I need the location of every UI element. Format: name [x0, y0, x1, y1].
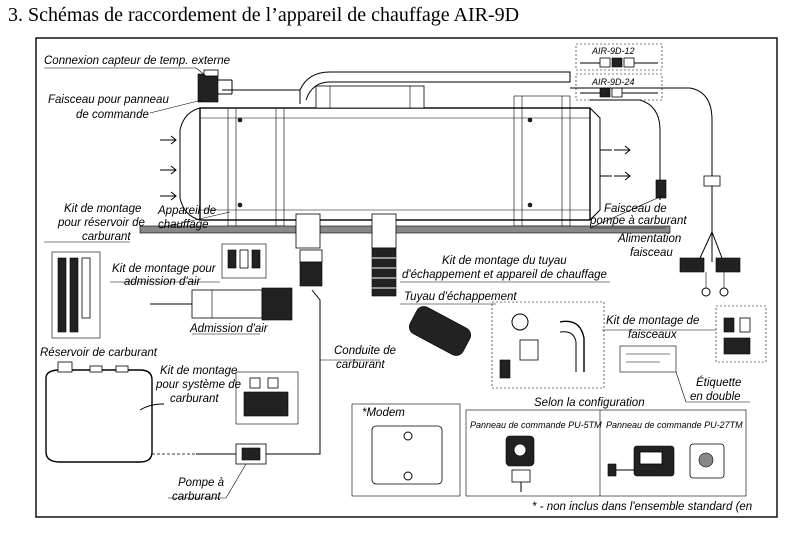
label-intake-kit-1: Kit de montage pour: [112, 263, 217, 275]
label-panel-harness-2: de commande: [76, 109, 149, 121]
label-panel-pu27tm: Panneau de commande PU-27TM: [606, 420, 743, 430]
intake-mounting-kit: [221, 243, 267, 279]
power-harness: [570, 87, 741, 297]
fuel-tank: [45, 361, 164, 463]
label-power-harness-1: Alimentation: [617, 233, 681, 245]
duplicate-label-sticker: [619, 345, 677, 373]
leader-lines: [44, 67, 750, 499]
label-tank-kit-2: pour réservoir de: [57, 217, 145, 229]
page-title: 3. Schémas de raccordement de l’appareil…: [8, 4, 520, 26]
label-harness-kit-2: faisceaux: [628, 329, 678, 341]
label-harness-kit-1: Kit de montage de: [606, 315, 699, 327]
model-12-label: AIR-9D-12: [591, 46, 635, 56]
harness-mounting-kit: [715, 305, 767, 363]
label-heater-1: Appareil de: [157, 205, 216, 217]
label-intake-kit-2: admission d'air: [124, 276, 202, 288]
label-fuel-pump-2: carburant: [172, 491, 221, 503]
label-panel-harness-1: Faisceau pour panneau: [48, 94, 169, 106]
label-fuel-system-kit-2: pour système de: [155, 379, 241, 391]
diagram-frame: [35, 37, 778, 518]
label-external-temp-sensor: Connexion capteur de temp. externe: [44, 55, 230, 67]
fuel-system-kit: [235, 371, 299, 425]
configuration-box: [465, 409, 747, 497]
tank-mounting-kit: [51, 251, 101, 339]
label-not-included-note: * - non inclus dans l'ensemble standard …: [532, 501, 752, 513]
label-fuel-line-1: Conduite de: [334, 345, 396, 357]
label-panel-pu5tm: Panneau de commande PU-5TM: [470, 420, 602, 430]
model-24-box: AIR-9D-24: [575, 73, 663, 101]
label-fuel-pump-1: Pompe à: [178, 477, 225, 489]
label-exhaust-pipe: Tuyau d'échappement: [404, 291, 517, 303]
label-exhaust-kit-2: d'échappement et appareil de chauffage: [402, 269, 607, 281]
exhaust-pipe: [371, 247, 472, 356]
label-configuration: Selon la configuration: [534, 397, 645, 409]
heater-unit: [139, 71, 671, 249]
label-modem: *Modem: [362, 407, 405, 419]
label-fuel-system-kit-1: Kit de montage: [160, 365, 237, 377]
label-fuel-line-2: carburant: [336, 359, 385, 371]
label-tank-kit-1: Kit de montage: [64, 203, 141, 215]
label-heater-2: chauffage: [158, 219, 209, 231]
label-power-harness-2: faisceau: [630, 247, 673, 259]
model-12-box: AIR-9D-12: [575, 43, 663, 71]
label-pump-harness-1: Faisceau de: [604, 203, 667, 215]
panel-harness-connector: [197, 69, 233, 103]
model-24-label: AIR-9D-24: [591, 77, 635, 87]
modem-box: [351, 403, 461, 497]
label-fuel-system-kit-3: carburant: [170, 393, 219, 405]
label-pump-harness-2: pompe à carburant: [589, 215, 687, 227]
label-exhaust-kit-1: Kit de montage du tuyau: [442, 255, 567, 267]
label-air-intake: Admission d'air: [189, 323, 269, 335]
label-sticker-1: Étiquette: [696, 376, 741, 389]
fuel-line: [152, 289, 321, 465]
exhaust-mounting-kit: [491, 301, 605, 389]
label-sticker-2: en double: [690, 391, 741, 403]
label-fuel-tank: Réservoir de carburant: [40, 347, 158, 359]
air-intake-pipe: [150, 249, 323, 321]
label-tank-kit-3: carburant: [82, 231, 131, 243]
